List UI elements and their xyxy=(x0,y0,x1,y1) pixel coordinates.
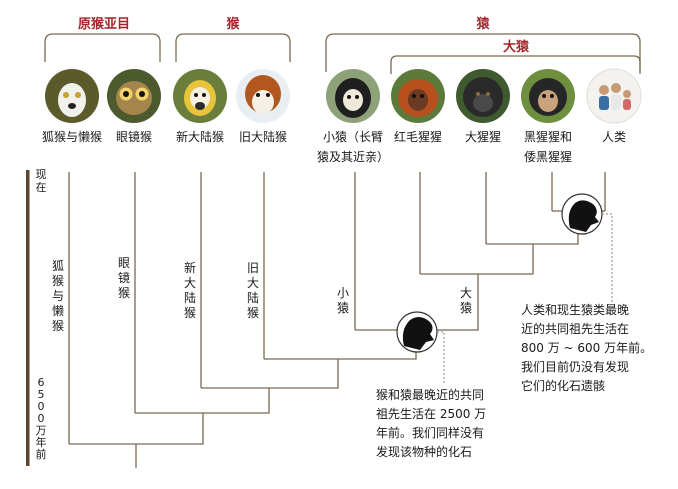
node-orangutan xyxy=(420,244,534,275)
note-human-ape: 人类和现生猿类最晚 近的共同祖先生活在 800 万 ~ 600 万年前。 我们目… xyxy=(521,302,652,393)
species-label-human: 人类 xyxy=(602,130,626,144)
branch-label-great-ape: 大猿 xyxy=(460,286,472,315)
note-human-ape-line4: 我们目前仍没有发现 xyxy=(521,359,629,374)
great-apes-bracket xyxy=(390,55,641,74)
note-monkey-ape-line2: 祖先生活在 2500 万 xyxy=(376,406,486,421)
node-new-world xyxy=(201,359,339,389)
group-label-prosimian: 原猴亚目 xyxy=(78,16,130,32)
species-label-old-world: 旧大陆猴 xyxy=(239,129,287,144)
note-monkey-ape: 猴和猿最晚近的共同 祖先生活在 2500 万 年前。我们同样没有 发现该物种的化… xyxy=(376,387,486,459)
species-label-chimp-line2: 倭黑猩猩 xyxy=(524,149,572,164)
node-root xyxy=(69,413,204,445)
chimpanzee-portrait-icon xyxy=(521,69,575,123)
note-monkey-ape-line3: 年前。我们同样没有 xyxy=(376,425,484,440)
species-label-new-world: 新大陆猴 xyxy=(176,129,224,144)
old-world-monkey-portrait-icon xyxy=(236,69,290,123)
node-gorilla xyxy=(486,228,579,245)
gorilla-portrait-icon xyxy=(456,69,510,123)
gibbon-portrait-icon xyxy=(326,69,380,123)
group-label-apes: 猿 xyxy=(475,16,490,32)
group-brackets xyxy=(44,33,641,74)
tarsier-portrait-icon xyxy=(107,69,161,123)
note-human-ape-line5: 它们的化石遗骸 xyxy=(521,378,605,393)
note-human-ape-line2: 近的共同祖先生活在 xyxy=(521,321,629,336)
group-label-great-apes: 大猿 xyxy=(503,39,530,55)
branch-label-lesser-ape: 小猿 xyxy=(337,286,349,315)
branch-labels: 狐猴与懒猴 眼镜猴 新大陆猴 旧大陆猴 小猿 大猿 xyxy=(52,256,472,333)
group-label-monkeys: 猴 xyxy=(226,16,240,32)
orangutan-portrait-icon xyxy=(391,69,445,123)
species-label-chimp-line1: 黑猩猩和 xyxy=(524,129,572,144)
species-label-lesser-ape-line2: 猿及其近亲） xyxy=(317,149,389,164)
node-old-world xyxy=(264,340,417,360)
apes-bracket xyxy=(325,33,641,72)
node-tarsier xyxy=(135,388,270,414)
note-human-ape-line1: 人类和现生猿类最晚 xyxy=(521,302,629,317)
species-label-orangutan: 红毛猩猩 xyxy=(394,129,442,144)
monkey-ape-ancestor-icon xyxy=(396,311,438,353)
note-monkey-ape-line1: 猴和猿最晚近的共同 xyxy=(376,387,484,402)
portraits xyxy=(45,68,642,124)
monkeys-bracket xyxy=(175,33,291,62)
node-apes xyxy=(355,274,479,331)
phylogeny-tree xyxy=(68,172,606,468)
prosimian-bracket xyxy=(44,33,161,62)
squirrel-monkey-portrait-icon xyxy=(173,69,227,123)
species-label-lemur: 狐猴与懒猴 xyxy=(42,130,102,144)
branch-label-new-world: 新大陆猴 xyxy=(184,260,196,320)
ancestor-silhouettes xyxy=(396,193,603,353)
note-human-ape-line3: 800 万 ~ 600 万年前。 xyxy=(521,340,652,355)
species-labels: 狐猴与懒猴 眼镜猴 新大陆猴 旧大陆猴 小猿（长臂 猿及其近亲） 红毛猩猩 大猩… xyxy=(42,129,626,164)
callout-line-human-ape xyxy=(602,213,613,303)
species-label-tarsier: 眼镜猴 xyxy=(116,129,152,144)
timeline-present-label: 现在 xyxy=(36,168,47,194)
note-monkey-ape-line4: 发现该物种的化石 xyxy=(376,444,472,459)
lemur-portrait-icon xyxy=(45,69,99,123)
species-label-gorilla: 大猩猩 xyxy=(465,129,501,144)
branch-label-lemur: 狐猴与懒猴 xyxy=(52,259,64,333)
timeline-bar xyxy=(26,170,30,466)
human-ape-ancestor-icon xyxy=(561,193,603,235)
branch-label-old-world: 旧大陆猴 xyxy=(247,261,259,320)
callout-line-monkey-ape xyxy=(437,331,445,383)
species-label-lesser-ape-line1: 小猿（长臂 xyxy=(323,129,383,144)
human-family-portrait-icon xyxy=(586,68,642,124)
branch-label-tarsier: 眼镜猴 xyxy=(118,256,130,300)
